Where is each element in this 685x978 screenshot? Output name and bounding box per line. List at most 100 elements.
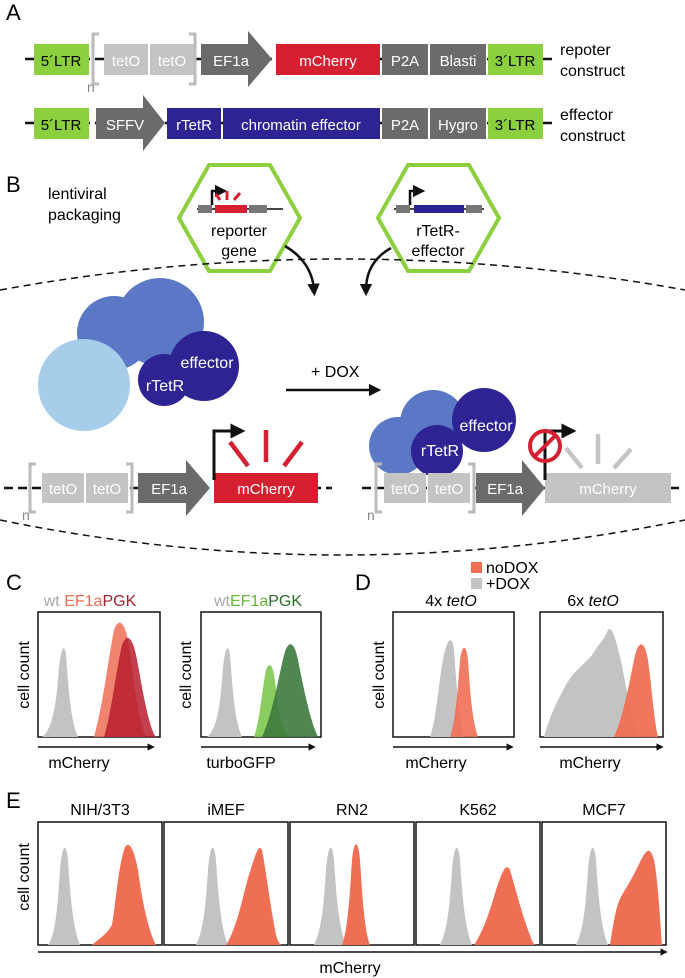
effector-construct-label: construct (560, 128, 625, 145)
teto-label: tetO (391, 481, 419, 498)
hist-reporter (226, 848, 282, 945)
mcherry-box (276, 44, 380, 75)
ef1a-label: EF1a (487, 481, 524, 498)
plot-e4-title: K562 (459, 802, 496, 819)
mcherry-label: mCherry (237, 481, 295, 498)
chromatin-complex-right: effector rTetR (369, 388, 516, 477)
reporter-virus: reporter gene (176, 163, 303, 273)
hist-wt (42, 648, 78, 737)
effector-label: effector (459, 418, 513, 435)
ltr5-box (34, 44, 89, 75)
legend-nodox-label: noDOX (486, 560, 539, 577)
hist-reporter (474, 867, 536, 945)
reporter-construct-label: repoter (560, 42, 611, 59)
ltr5-label: 5´LTR (41, 117, 82, 134)
hist-control (48, 847, 80, 945)
ltr5-label: 5´LTR (41, 53, 82, 70)
plot-c2-title: wtEF1aPGK (213, 593, 302, 610)
ef1a-label: EF1a (151, 481, 188, 498)
panel-label-a: A (6, 0, 21, 25)
hist-dox (544, 629, 640, 737)
plot-c1-ylabel: cell count (16, 641, 33, 709)
mcherry-label: mCherry (579, 481, 637, 498)
ltr3-box (488, 108, 543, 139)
plot-c2-ylabel: cell count (178, 641, 195, 709)
reporter-entry-arrow (284, 244, 320, 297)
pgk-legend: PGK (268, 593, 302, 610)
plot-d1-title: 4x tetO (425, 593, 477, 610)
teto-label: tetO (93, 481, 121, 498)
teto-box (150, 44, 194, 75)
hist-wt (207, 648, 242, 737)
hist-ef1a (254, 665, 290, 737)
p2a-box (382, 108, 428, 139)
effector-construct-label: effector (560, 107, 614, 124)
hist-control (440, 847, 472, 945)
sffv-label: SFFV (106, 117, 144, 134)
ef1a-promoter (201, 31, 272, 87)
plot-d1-xlabel: mCherry (405, 755, 466, 772)
ltr3-label: 3´LTR (495, 117, 536, 134)
chromatin-effector-box (223, 108, 380, 139)
rtetr-label: rTetR (421, 443, 459, 460)
hist-control (314, 847, 346, 945)
effector-entry-arrow (359, 246, 392, 297)
plot-d2-title: 6x tetO (567, 593, 619, 610)
plot-e1-title: NIH/3T3 (70, 802, 130, 819)
reporter-construct: 5´LTR tetO tetO n EF1a mCherry P2A Blast… (25, 31, 625, 95)
chromatin-effector-label: chromatin effector (241, 117, 361, 134)
cell-membrane (0, 258, 685, 291)
hist-nodox (614, 644, 658, 737)
hist-reporter (342, 844, 370, 945)
plot-e5-title: MCF7 (582, 802, 626, 819)
pgk-legend: PGK (102, 593, 136, 610)
wt-label: wt (213, 593, 231, 610)
teto-label: tetO (112, 53, 140, 70)
effector-construct: 5´LTR SFFV rTetR chromatin effector P2A … (25, 95, 625, 151)
panel-label-d: D (355, 570, 371, 595)
panel-label-e: E (6, 788, 21, 813)
rtetr-box (167, 108, 221, 139)
plot-d2-xlabel: mCherry (559, 755, 620, 772)
hist-control (576, 847, 608, 945)
block-icon (528, 429, 562, 463)
packaging-label: packaging (48, 207, 121, 224)
ltr3-box (488, 44, 543, 75)
rtetr-effector-label: effector (411, 243, 465, 260)
repeat-n-label: n (87, 79, 95, 95)
effector-label: effector (180, 355, 234, 372)
teto-label: tetO (158, 53, 186, 70)
ltr3-label: 3´LTR (495, 53, 536, 70)
repeat-n-label: n (367, 507, 375, 523)
legend-dox-swatch (471, 578, 482, 589)
ef1a-legend: EF1a (64, 593, 102, 610)
cell-membrane (0, 519, 685, 556)
rtetr-label: rTetR (176, 117, 212, 134)
plot-e-ylabel: cell count (16, 843, 33, 911)
teto-label: tetO (49, 481, 77, 498)
reporter-gene-label: reporter (211, 223, 268, 240)
reporter-gene-label: gene (221, 243, 257, 260)
repressed-reporter: tetO tetO n EF1a mCherry (362, 423, 680, 523)
hist-pgk (104, 637, 156, 737)
p2a-label: P2A (391, 117, 419, 134)
hist-reporter (92, 844, 156, 945)
legend-dox-label: +DOX (486, 576, 530, 593)
ltr5-box (34, 108, 89, 139)
blasti-box (430, 44, 486, 75)
ef1a-legend: EF1a (230, 593, 268, 610)
reporter-construct-label: construct (560, 63, 625, 80)
hist-reporter (610, 850, 662, 945)
hygro-label: Hygro (438, 117, 478, 134)
chromatin-complex-left: effector rTetR (38, 278, 239, 431)
rtetr-effector-label: rTetR- (416, 223, 460, 240)
wt-label: wt (43, 593, 61, 610)
p2a-label: P2A (391, 53, 419, 70)
plot-c1-xlabel: mCherry (48, 755, 109, 772)
packaging-label: lentiviral (48, 186, 107, 203)
teto-box (104, 44, 148, 75)
active-reporter: tetO tetO n EF1a mCherry (4, 423, 332, 523)
teto-label: tetO (435, 481, 463, 498)
effector-virus: rTetR- effector (375, 163, 502, 273)
